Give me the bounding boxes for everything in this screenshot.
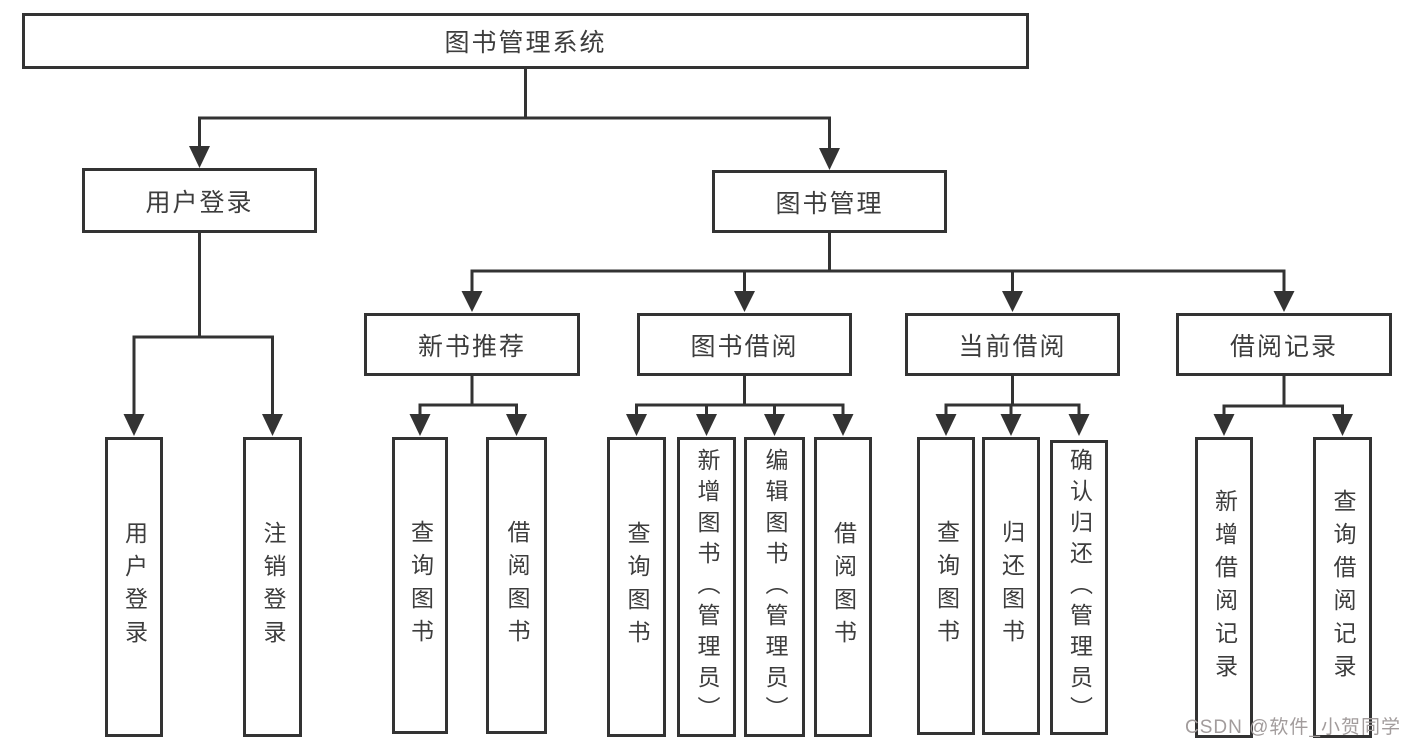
node-label: 查询借阅记录 — [1330, 488, 1356, 687]
leaf-borrow-books-borrow: 借阅图书 — [814, 437, 872, 737]
arrow-down-icon — [764, 414, 785, 436]
node-label: 注销登录 — [260, 521, 286, 653]
leaf-confirm-return-admin: 确认归还（管理员） — [1050, 440, 1108, 735]
node-label: 查询图书 — [624, 521, 650, 653]
node-label: 借阅图书 — [830, 521, 857, 653]
node-label: 新增借阅记录 — [1211, 488, 1238, 687]
arrow-down-icon — [506, 414, 527, 436]
leaf-borrow-books-recommend: 借阅图书 — [486, 437, 547, 734]
node-label: 图书管理系统 — [444, 29, 607, 57]
node-new-book-recommendation: 新书推荐 — [364, 313, 580, 376]
arrow-down-icon — [696, 414, 717, 436]
node-label: 借阅图书 — [504, 519, 530, 652]
node-label: 确认归还（管理员） — [1066, 448, 1093, 727]
arrow-down-icon — [409, 414, 431, 436]
node-book-management: 图书管理 — [712, 170, 947, 233]
csdn-watermark: CSDN @软件_小贺同学 — [1185, 717, 1401, 738]
node-label: 归还图书 — [998, 520, 1025, 652]
node-label: 新书推荐 — [417, 332, 526, 361]
node-label: 新增图书（管理员） — [694, 447, 720, 727]
leaf-edit-books-admin: 编辑图书（管理员） — [744, 437, 805, 737]
arrow-down-icon — [1213, 414, 1235, 436]
node-label: 查询图书 — [407, 519, 434, 652]
arrow-down-icon — [1273, 291, 1295, 312]
rail1-line — [198, 116, 831, 149]
arrow-down-icon — [935, 414, 957, 436]
arrow-down-icon — [1000, 414, 1022, 436]
node-label: 查询图书 — [933, 520, 960, 652]
arrow-down-icon — [734, 291, 755, 312]
leaf-return-books: 归还图书 — [982, 437, 1040, 735]
arrow-down-icon — [461, 291, 483, 312]
rail2-line — [470, 269, 1286, 292]
arrow-down-icon — [626, 414, 647, 436]
leaf-user-login: 用户登录 — [105, 437, 163, 737]
node-library-system-root: 图书管理系统 — [22, 13, 1029, 69]
node-label: 用户登录 — [145, 188, 254, 217]
node-label: 用户登录 — [121, 521, 148, 653]
arrow-down-icon — [1002, 291, 1023, 312]
arrow-down-icon — [262, 414, 283, 436]
node-book-borrowing: 图书借阅 — [637, 313, 852, 376]
leaf-add-books-admin: 新增图书（管理员） — [677, 437, 736, 737]
node-current-borrowing: 当前借阅 — [905, 313, 1120, 376]
leaf-add-borrow-record: 新增借阅记录 — [1195, 437, 1253, 738]
leaf-query-borrow-record: 查询借阅记录 — [1313, 437, 1372, 738]
node-label: 当前借阅 — [958, 332, 1067, 361]
node-label: 借阅记录 — [1229, 332, 1338, 361]
arrow-down-icon — [832, 414, 854, 436]
leaf-query-books-current: 查询图书 — [917, 437, 975, 735]
arrow-down-icon — [819, 148, 840, 170]
leaf-query-books-recommend: 查询图书 — [392, 437, 448, 734]
arrow-down-icon — [123, 414, 145, 436]
node-user-login: 用户登录 — [82, 168, 317, 233]
arrow-down-icon — [1332, 414, 1353, 436]
node-label: 图书管理 — [775, 189, 884, 218]
leaf-query-books-borrow: 查询图书 — [607, 437, 666, 737]
node-label: 编辑图书（管理员） — [762, 447, 788, 727]
node-label: 图书借阅 — [690, 332, 799, 361]
arrow-down-icon — [189, 146, 210, 168]
leaf-logout-login: 注销登录 — [243, 437, 302, 737]
node-borrowing-records: 借阅记录 — [1176, 313, 1392, 376]
arrow-down-icon — [1068, 414, 1090, 436]
